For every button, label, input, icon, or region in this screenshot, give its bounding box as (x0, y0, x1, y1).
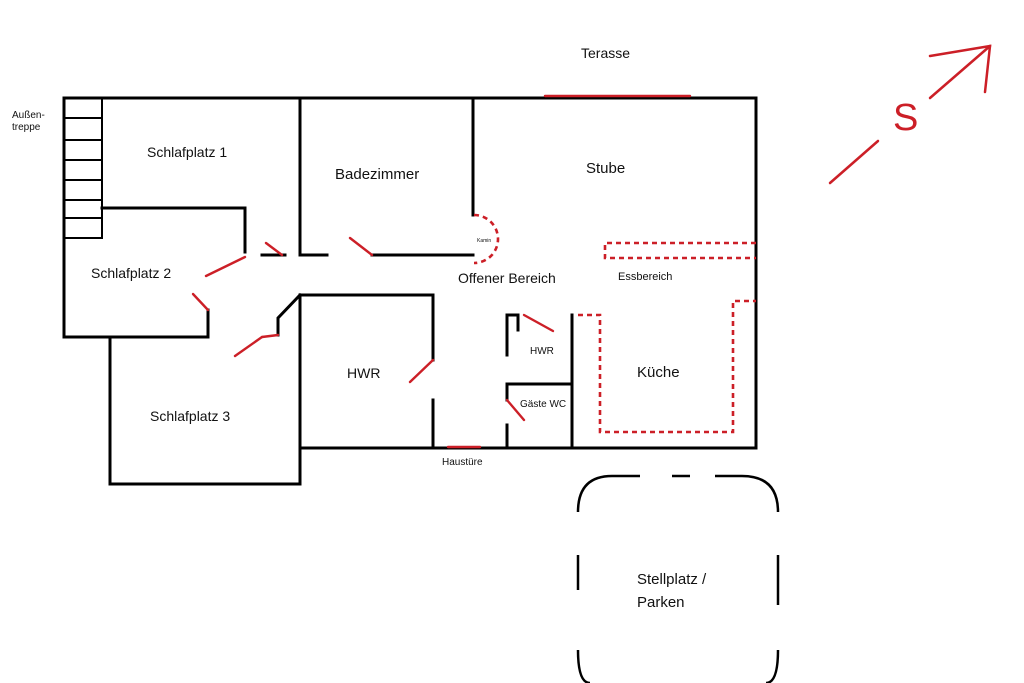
parking-label-1: Stellplatz / (637, 571, 707, 588)
front-door-label: Haustüre (442, 457, 483, 468)
terrace-label: Terasse (581, 45, 630, 61)
door-hallway (260, 333, 280, 339)
bedroom3-label: Schlafplatz 3 (150, 408, 230, 424)
outside-stairs-label-1: Außen- (12, 110, 45, 121)
outside-stairs-label-2: treppe (12, 122, 41, 133)
door-utility-small (522, 313, 555, 333)
dining-area-label: Essbereich (618, 271, 672, 283)
north-arrow-icon (828, 44, 992, 185)
kitchen-label: Küche (637, 364, 680, 381)
door-bedroom2 (204, 255, 247, 278)
door-bedroom1 (264, 241, 284, 257)
door-bedroom3 (233, 335, 264, 358)
door-utility-main (408, 358, 435, 384)
doors (191, 94, 692, 449)
fireplace-mark (473, 213, 500, 265)
utility-room-small-label: HWR (530, 346, 554, 357)
guest-wc-label: Gäste WC (520, 399, 566, 410)
open-area-label: Offener Bereich (458, 270, 556, 286)
bedroom1-label: Schlafplatz 1 (147, 144, 227, 160)
door-bathroom (348, 236, 374, 257)
outside-stairs (63, 97, 103, 239)
bedroom2-label: Schlafplatz 2 (91, 265, 171, 281)
kitchen-counter-mark (578, 299, 756, 434)
dining-table-mark (603, 241, 756, 260)
door-guest-wc (505, 398, 526, 422)
interior-walls (100, 96, 574, 486)
fireplace-label: Kamin (477, 238, 491, 244)
compass-letter: S (893, 97, 918, 139)
living-room-label: Stube (586, 160, 625, 177)
bathroom-label: Badezimmer (335, 166, 419, 183)
parking-label-2: Parken (637, 594, 685, 611)
utility-room-main-label: HWR (347, 365, 380, 381)
door-bedroom2-b (191, 292, 210, 312)
